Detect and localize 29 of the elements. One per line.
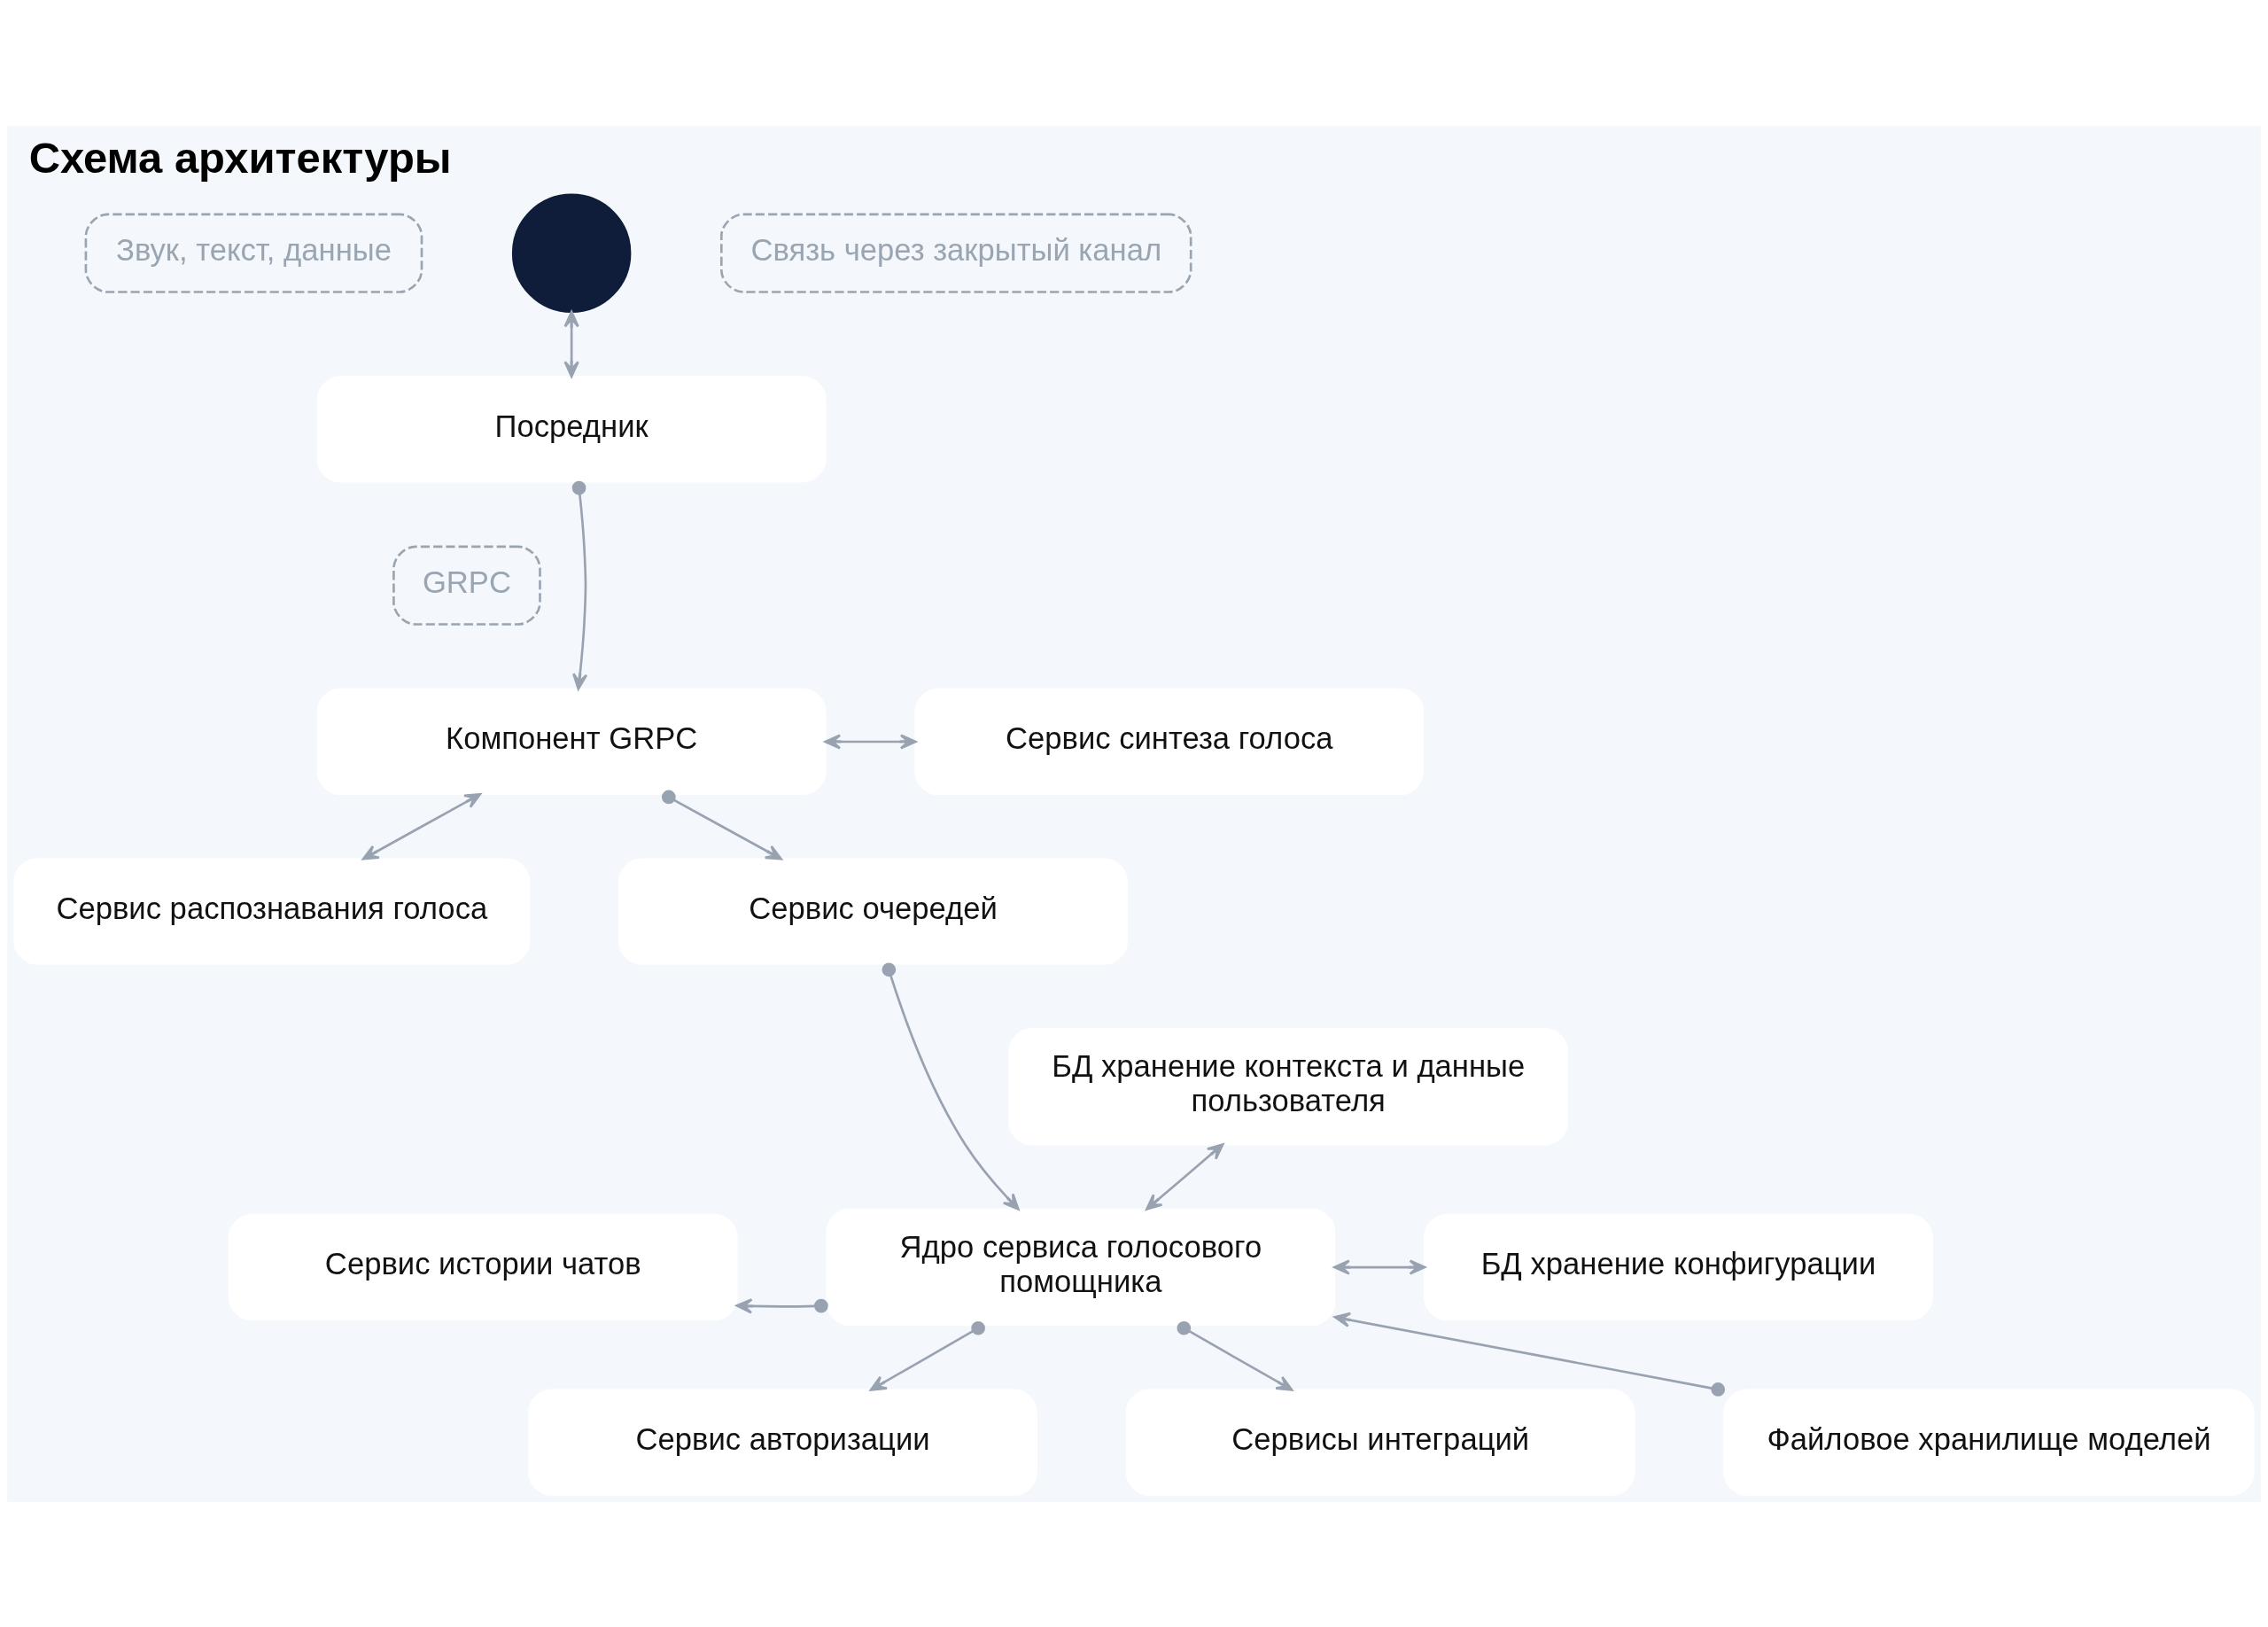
arrow (869, 1320, 985, 1391)
node-box: Ядро сервиса голосового помощника (826, 1208, 1336, 1326)
arrow (735, 1297, 828, 1314)
arrow (571, 480, 588, 690)
arrow (361, 792, 482, 860)
arrow (662, 790, 782, 860)
node-box: Сервисы интеграций (1125, 1389, 1635, 1496)
arrow (1177, 1320, 1293, 1391)
arrow (1333, 1258, 1426, 1275)
node-box: Файловое хранилище моделей (1723, 1389, 2255, 1496)
arrow (824, 733, 917, 750)
arrow (563, 310, 579, 378)
node-box: Посредник (316, 375, 827, 482)
node-box: БД хранение конфигурации (1424, 1213, 1933, 1320)
node-box: Связь через закрытый канал (719, 213, 1192, 293)
node-box: Сервис очередей (618, 857, 1128, 965)
arrow (1333, 1312, 1726, 1397)
arrow (882, 961, 1020, 1211)
node-box: Сервис синтеза голоса (914, 688, 1425, 795)
node-box: GRPC (392, 545, 541, 626)
node-box: Компонент GRPC (316, 688, 827, 795)
arrow (1146, 1142, 1224, 1211)
node-box: Звук, текст, данные (84, 213, 423, 293)
node-box: Сервис истории чатов (228, 1213, 738, 1320)
diagram-title: Схема архитектуры (28, 133, 452, 182)
node-box: БД хранение контекста и данные пользователя (1008, 1027, 1569, 1145)
node-box: Сервис распознавания голоса (13, 857, 531, 965)
node-person (511, 192, 632, 313)
node-box: Сервис авторизации (528, 1389, 1037, 1496)
